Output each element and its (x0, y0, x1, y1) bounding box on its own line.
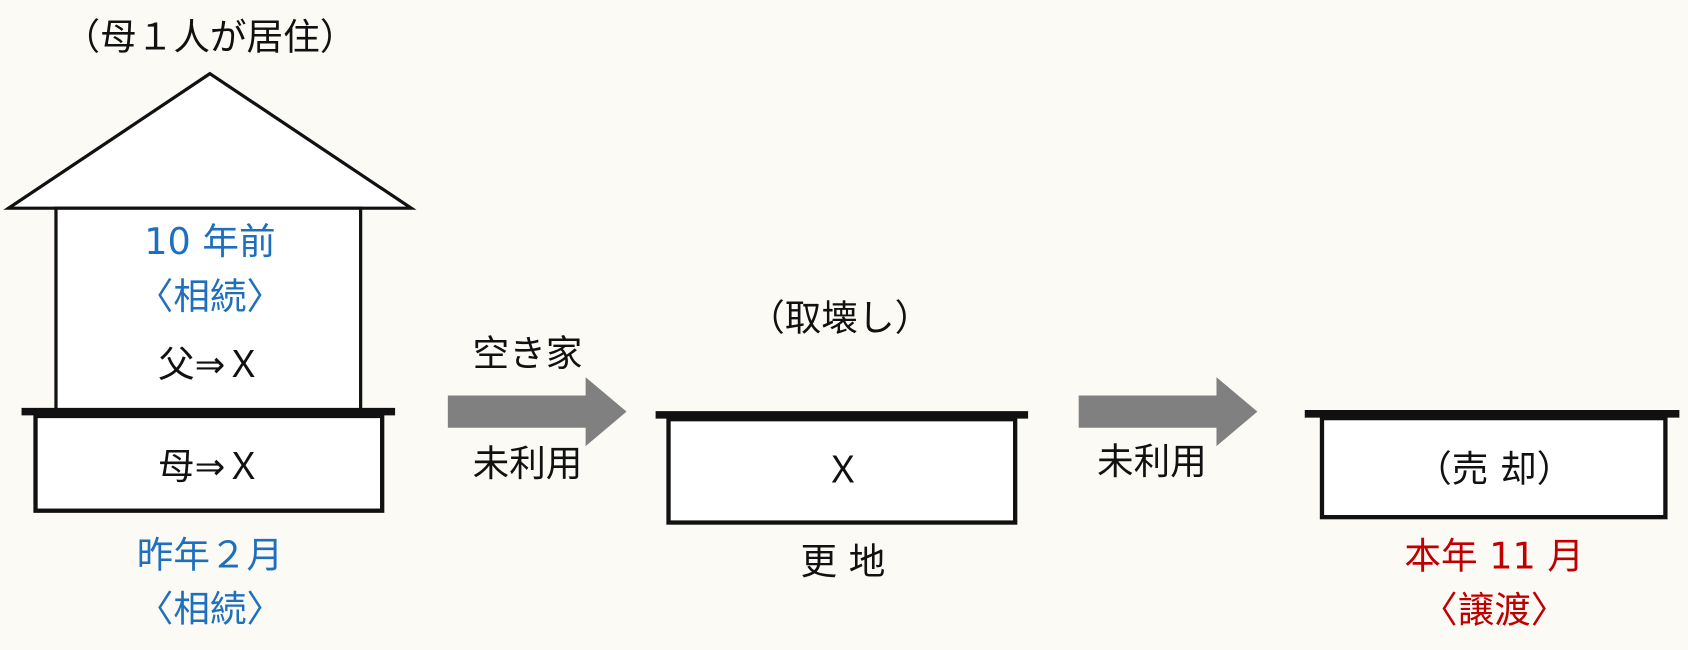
house-upper-box (54, 206, 363, 413)
arrow2-label: 未利用 (1097, 440, 1207, 483)
arrow-right-icon (1078, 377, 1258, 447)
lot-caption: （取壊し） (748, 297, 931, 340)
upper-transfer: 父⇒Ｘ (158, 343, 262, 386)
sale-label: （売 却） (1415, 447, 1573, 490)
arrow1-bottom-label: 未利用 (473, 442, 583, 485)
lower-transfer: 母⇒Ｘ (158, 445, 262, 488)
sale-box (1319, 415, 1668, 520)
lower-date: 昨年２月 (137, 533, 283, 576)
arrow-right-icon (447, 377, 627, 447)
lower-event: 〈相続〉 (137, 587, 283, 630)
upper-date: 10 年前 (144, 220, 275, 263)
lot-label: 更 地 (801, 540, 886, 583)
upper-event: 〈相続〉 (137, 275, 283, 318)
arrow1-top-label: 空き家 (473, 332, 583, 375)
sale-event: 〈譲渡〉 (1421, 588, 1567, 631)
sale-date: 本年 11 月 (1404, 535, 1584, 578)
lot-box (666, 417, 1018, 525)
house-caption: （母１人が居住） (64, 16, 357, 59)
lot-owner: Ｘ (825, 448, 862, 491)
house-lower-box (33, 413, 385, 513)
house-roof (3, 71, 417, 210)
